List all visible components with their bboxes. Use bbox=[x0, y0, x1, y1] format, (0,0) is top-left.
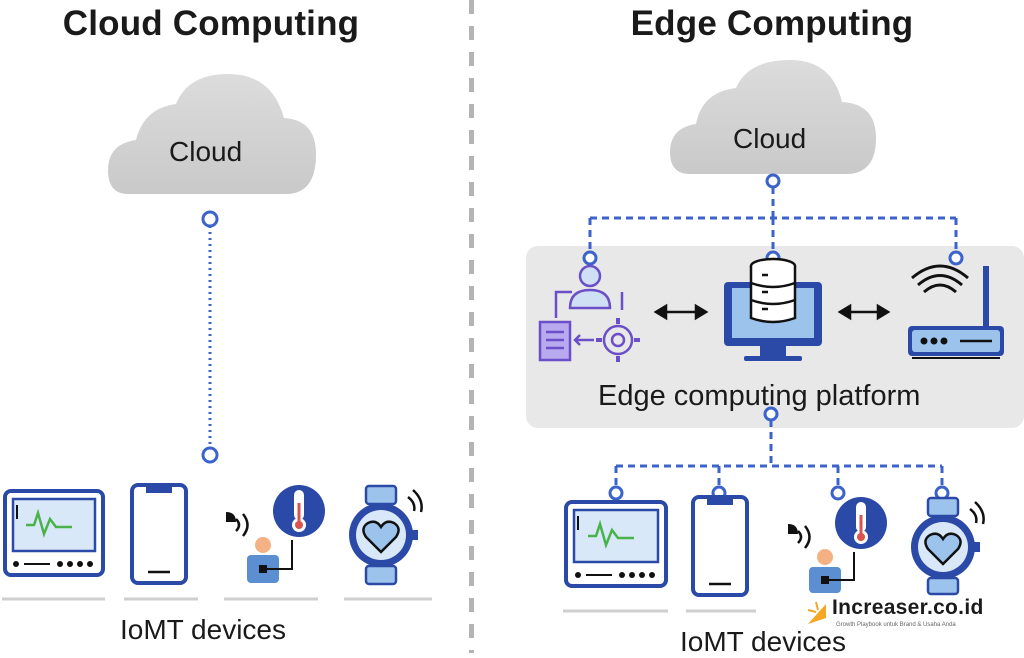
wifi-router-icon bbox=[908, 264, 1004, 359]
platform-device-links bbox=[614, 420, 944, 488]
bidirectional-arrow-icon bbox=[837, 303, 891, 321]
smartwatch-icon bbox=[349, 484, 423, 586]
edge-platform-label: Edge computing platform bbox=[598, 380, 921, 412]
cloud-icon bbox=[670, 60, 876, 174]
cloud-label: Cloud bbox=[733, 123, 807, 154]
watermark: Increaser.co.id Growth Playbook untuk Br… bbox=[806, 596, 1016, 636]
smartwatch-icon bbox=[911, 496, 985, 596]
cloud-platform-links bbox=[588, 187, 958, 252]
doctor-workflow-icon bbox=[538, 264, 640, 362]
patient-monitor-icon bbox=[564, 500, 668, 588]
connector-nodes bbox=[582, 173, 964, 266]
cloud-device-link bbox=[201, 210, 219, 464]
patient-monitor-icon bbox=[3, 489, 105, 577]
thermometer-patient-icon bbox=[788, 497, 887, 593]
iomt-devices-label: IoMT devices bbox=[120, 614, 286, 645]
edge-computing-title: Edge Computing bbox=[630, 4, 914, 43]
cloud-label: Cloud bbox=[169, 136, 243, 167]
smartphone-icon bbox=[691, 495, 749, 597]
cursor-logo-icon bbox=[807, 601, 826, 624]
smartphone-icon bbox=[130, 483, 188, 585]
panel-divider bbox=[469, 0, 474, 653]
cloud-computing-title: Cloud Computing bbox=[62, 4, 360, 43]
thermometer-patient-icon bbox=[226, 485, 325, 583]
cloud-icon bbox=[108, 74, 316, 194]
bidirectional-arrow-icon bbox=[653, 303, 709, 321]
iomt-devices-label: IoMT devices bbox=[680, 626, 846, 657]
watermark-brand: Increaser.co.id bbox=[832, 596, 984, 619]
server-database-icon bbox=[724, 257, 822, 361]
watermark-tagline: Growth Playbook untuk Brand & Usaha Anda bbox=[836, 622, 956, 628]
